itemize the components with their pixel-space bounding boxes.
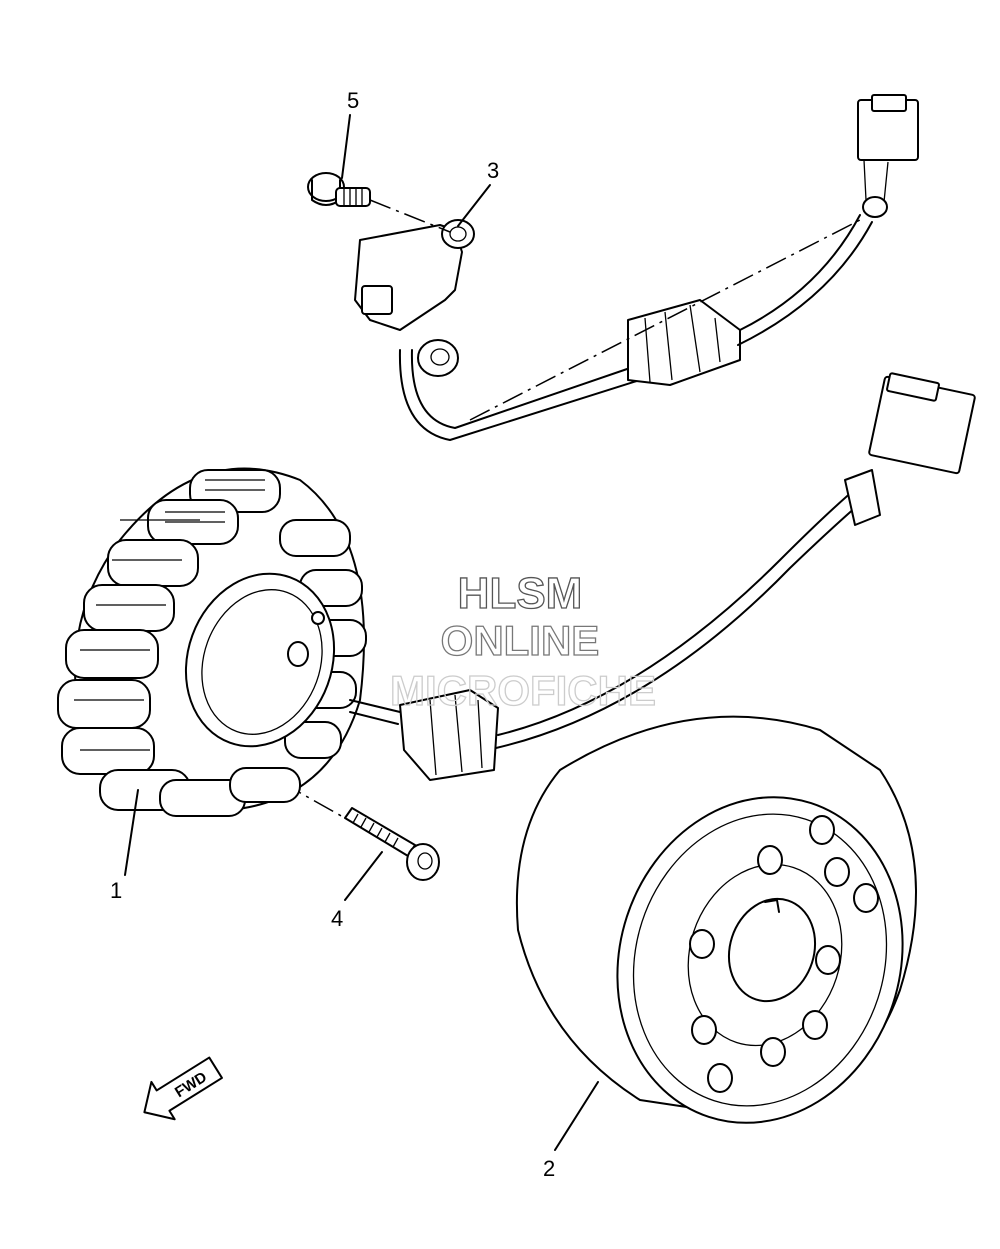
watermark-line-3: MICROFICHE [390, 667, 656, 714]
leader-lines [124, 114, 599, 1151]
callout-2: 2 [543, 1156, 555, 1181]
fwd-arrow-icon: FWD [143, 1056, 223, 1121]
part-1-stator [57, 372, 976, 817]
part-4-bolt [344, 807, 440, 881]
leader-3 [457, 184, 491, 227]
leader-2 [554, 1081, 599, 1151]
callout-5: 5 [347, 88, 359, 113]
part-2-rotor [515, 715, 917, 1124]
part-3-pickup-coil [354, 94, 919, 441]
watermark-line-2: ONLINE [441, 617, 600, 664]
watermark-line-1: HLSM [458, 569, 583, 618]
callout-4: 4 [331, 906, 343, 931]
leader-5 [341, 114, 351, 179]
leader-4 [344, 851, 383, 901]
alignment-line-5-3 [369, 199, 451, 233]
callout-3: 3 [487, 158, 499, 183]
watermark: HLSM ONLINE MICROFICHE [389, 568, 656, 714]
part-5-bolt [307, 172, 371, 207]
leader-1 [124, 789, 139, 876]
callout-1: 1 [110, 878, 122, 903]
